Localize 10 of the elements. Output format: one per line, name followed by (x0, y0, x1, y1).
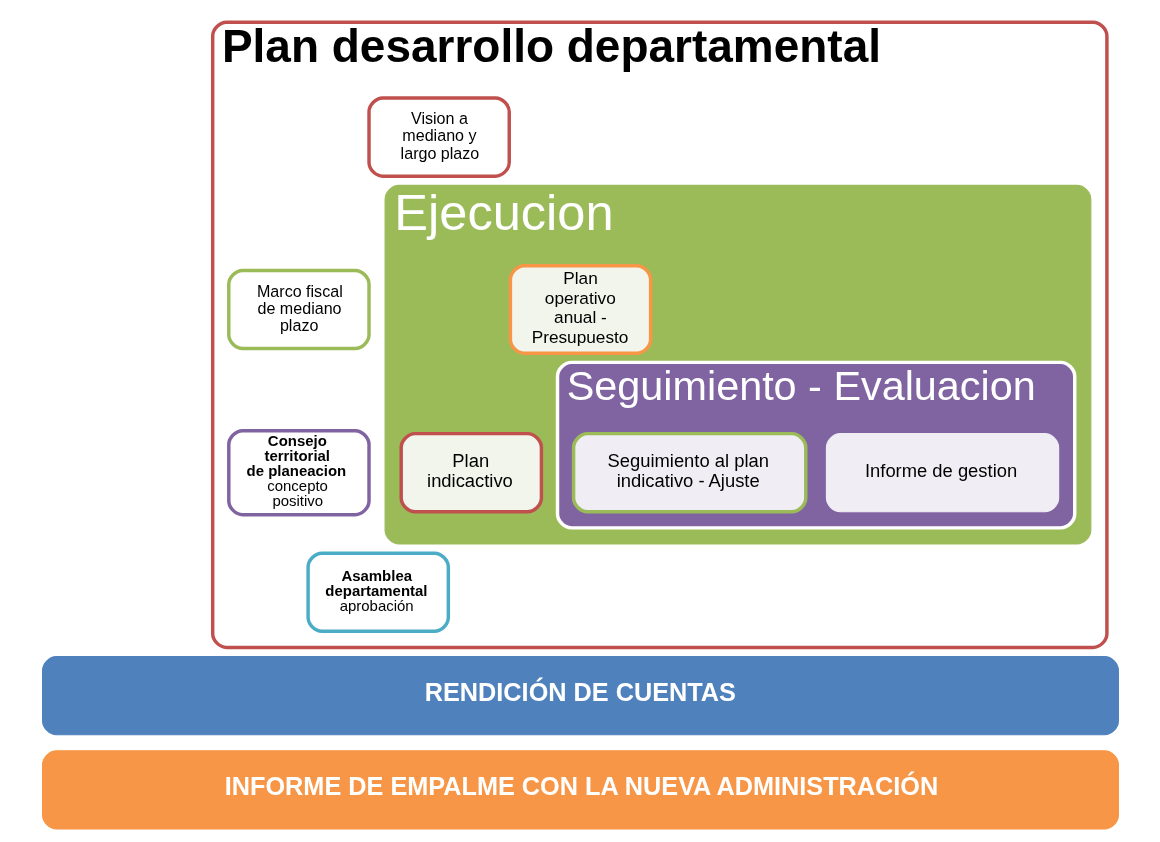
node-box: Plan indicactivo (398, 431, 543, 514)
node-box: Vision a mediano y largo plazo (366, 96, 511, 178)
node-box: RENDICIÓN DE CUENTAS (41, 656, 1119, 736)
node-box: Marco fiscal de mediano plazo (226, 268, 371, 351)
node-box: Consejo territorial de planeacion concepto positivo (226, 429, 371, 517)
node-box: Asamblea departamental aprobación (305, 551, 450, 634)
node-box: Informe de gestion (825, 433, 1059, 513)
node-box: INFORME DE EMPALME CON LA NUEVA ADMINISTRACIÓN (41, 750, 1119, 830)
node-box: Plan operativo anual - Presupuesto (508, 264, 652, 355)
node-box: Seguimiento al plan indicativo - Ajuste (571, 431, 807, 514)
